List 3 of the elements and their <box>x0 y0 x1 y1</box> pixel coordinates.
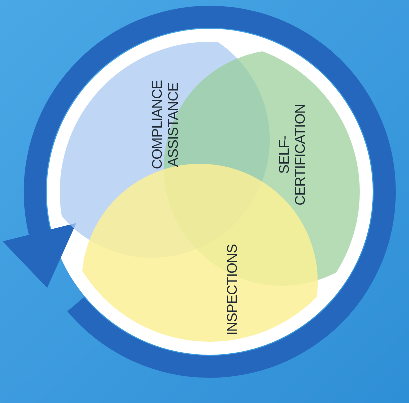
petal-label: INSPECTIONS <box>224 243 240 338</box>
petal-label: SELF-CERTIFICATION <box>276 103 308 208</box>
petal-label: COMPLIANCE ASSISTANCE <box>149 79 181 172</box>
